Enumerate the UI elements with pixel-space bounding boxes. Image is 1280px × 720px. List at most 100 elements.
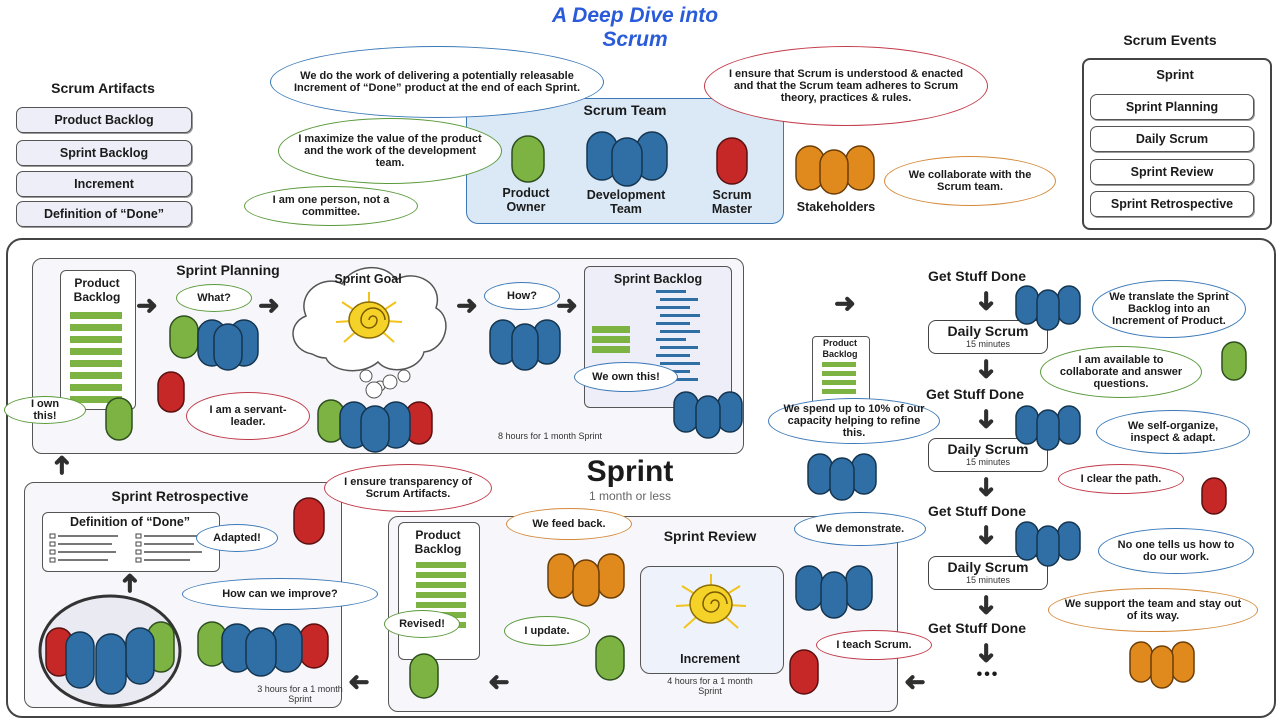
artifacts-heading: Scrum Artifacts <box>51 80 155 96</box>
daily-scrum-minutes: 15 minutes <box>965 575 1011 585</box>
arrow-down-icon: ➜ <box>971 476 1002 498</box>
retro-dod-label: Definition of “Done” <box>69 515 191 529</box>
sprint-backlog-label: Sprint Backlog <box>613 272 703 286</box>
artifact-definition-of-done: Definition of “Done” <box>16 201 192 227</box>
artifact-sprint-backlog: Sprint Backlog <box>16 140 192 166</box>
review-dev-team-figure <box>795 565 873 619</box>
get-stuff-done-1: Get Stuff Done <box>928 268 1026 284</box>
event-sprint-planning: Sprint Planning <box>1090 94 1254 120</box>
daily-dev-team-figure-1 <box>1015 285 1081 331</box>
sprint-duration: 1 month or less <box>588 489 672 503</box>
planning-timebox: 8 hours for 1 month Sprint <box>497 431 603 441</box>
bubble-demonstrate: We demonstrate. <box>794 512 926 546</box>
thought-bubbles <box>365 369 411 399</box>
bubble-support-team: We support the team and stay out of its … <box>1048 588 1258 632</box>
get-stuff-done-3: Get Stuff Done <box>928 503 1026 519</box>
planning-team-figure <box>169 315 259 371</box>
refinement-backlog-label: Product Backlog <box>822 338 858 359</box>
refinement-dev-team-figure <box>807 453 877 501</box>
review-sm-figure <box>789 649 819 695</box>
title-line-2: Scrum <box>602 28 668 51</box>
daily-scrum-label: Daily Scrum <box>947 559 1029 575</box>
review-timebox: 4 hours for a 1 month Sprint <box>667 676 753 696</box>
page-title: A Deep Dive into Scrum <box>470 4 800 52</box>
artifact-increment: Increment <box>16 171 192 197</box>
planning-backlog-items <box>70 312 122 403</box>
bubble-feed-back: We feed back. <box>506 508 632 540</box>
daily-dev-team-figure-3 <box>1015 521 1081 567</box>
arrow-right-icon: ➜ <box>258 290 280 320</box>
event-sprint: Sprint <box>1156 67 1194 82</box>
retro-scrum-team-figure <box>197 621 329 677</box>
bubble-how-improve: How can we improve? <box>182 578 378 610</box>
sprint-goal-label: Sprint Goal <box>334 272 402 286</box>
bubble-how: How? <box>484 282 560 310</box>
bubble-teach-scrum: I teach Scrum. <box>816 630 932 660</box>
title-line-1: A Deep Dive into <box>551 4 719 27</box>
daily-scrum-label: Daily Scrum <box>947 441 1029 457</box>
product-owner-figure <box>511 135 545 183</box>
daily-scrum-label: Daily Scrum <box>947 323 1029 339</box>
arrow-up-icon: ➜ <box>45 454 76 476</box>
daily-stakeholders-figure <box>1129 641 1195 689</box>
backlog-dev-team-figure <box>673 391 743 439</box>
bubble-servant-leader: I am a servant-leader. <box>186 392 310 440</box>
sprint-backlog-items <box>592 290 700 381</box>
arrow-left-icon: ➜ <box>488 668 510 698</box>
sprint-planning-heading: Sprint Planning <box>176 262 280 278</box>
arrow-right-icon: ➜ <box>556 290 578 320</box>
development-team-figure <box>586 131 668 187</box>
arrow-down-icon: ➜ <box>971 594 1002 616</box>
event-sprint-retrospective: Sprint Retrospective <box>1090 191 1254 217</box>
arrow-down-icon: ➜ <box>971 642 1002 664</box>
arrow-left-icon: ➜ <box>904 668 926 698</box>
bubble-po-value: I maximize the value of the product and … <box>278 118 502 184</box>
get-stuff-done-2: Get Stuff Done <box>926 386 1024 402</box>
product-owner-label: Product Owner <box>502 186 550 214</box>
daily-scrum-minutes: 15 minutes <box>965 339 1011 349</box>
events-heading: Scrum Events <box>1123 32 1217 48</box>
daily-sm-figure <box>1201 477 1227 515</box>
daily-dev-team-figure-2 <box>1015 405 1081 451</box>
bubble-stakeholders-collaborate: We collaborate with the Scrum team. <box>884 156 1056 206</box>
bubble-what: What? <box>176 284 252 312</box>
bubble-self-organize: We self-organize, inspect & adapt. <box>1096 410 1250 454</box>
get-stuff-done-4: Get Stuff Done <box>928 620 1026 636</box>
arrow-right-icon: ➜ <box>456 290 478 320</box>
daily-scrum-minutes: 15 minutes <box>965 457 1011 467</box>
bubble-clear-path: I clear the path. <box>1058 464 1184 494</box>
stakeholders-figure <box>795 145 875 195</box>
arrow-left-icon: ➜ <box>348 668 370 698</box>
retro-timebox: 3 hours for a 1 month Sprint <box>257 684 343 704</box>
bubble-scrum-master-role: I ensure that Scrum is understood & enac… <box>704 46 988 126</box>
development-team-label: Development Team <box>586 188 666 216</box>
retro-team-circle <box>38 594 182 708</box>
daily-scrum-box-3: Daily Scrum 15 minutes <box>928 556 1048 590</box>
arrow-down-icon: ➜ <box>971 408 1002 430</box>
sprint-label: Sprint <box>586 455 674 488</box>
planning-scrum-team-figure <box>317 399 433 453</box>
bubble-adapted: Adapted! <box>196 524 278 552</box>
bubble-available: I am available to collaborate and answer… <box>1040 346 1202 398</box>
stakeholders-label: Stakeholders <box>796 200 876 214</box>
bubble-refinement-capacity: We spend up to 10% of our capacity helpi… <box>768 398 940 444</box>
arrow-down-icon: ➜ <box>971 290 1002 312</box>
daily-scrum-box-1: Daily Scrum 15 minutes <box>928 320 1048 354</box>
scrum-master-figure <box>716 137 748 185</box>
sprint-retrospective-heading: Sprint Retrospective <box>111 488 249 504</box>
review-po-figure-2 <box>595 635 625 681</box>
increment-shell-icon <box>675 574 747 629</box>
bubble-po-one-person: I am one person, not a committee. <box>244 186 418 226</box>
bubble-dev-team-work: We do the work of delivering a potential… <box>270 46 604 118</box>
daily-po-figure <box>1221 341 1247 381</box>
sprint-review-heading: Sprint Review <box>663 528 757 544</box>
refinement-backlog-items <box>822 362 856 394</box>
retro-sm-figure <box>293 497 325 545</box>
sprint-goal-shell-icon <box>335 292 403 343</box>
bubble-i-own-this: I own this! <box>4 396 86 424</box>
bubble-translate-backlog: We translate the Sprint Backlog into an … <box>1092 280 1246 338</box>
review-stakeholders-figure <box>547 553 625 607</box>
bubble-no-one-tells: No one tells us how to do our work. <box>1098 528 1254 574</box>
planning-product-backlog-label: Product Backlog <box>73 276 121 304</box>
review-po-figure <box>409 653 439 699</box>
